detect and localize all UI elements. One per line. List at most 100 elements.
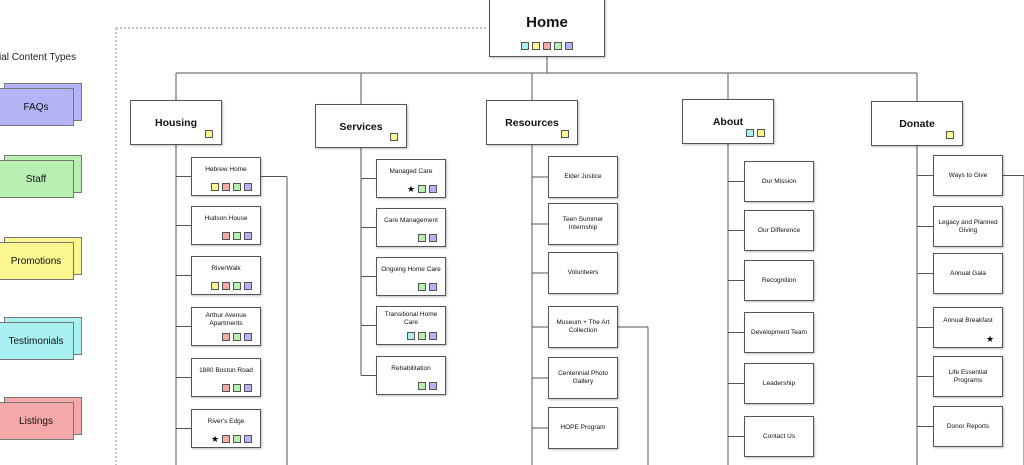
page-node-label: RiverWalk (211, 264, 241, 272)
content-type-markers (222, 333, 252, 341)
legend-promotions: Promotions (0, 237, 82, 282)
content-type-markers (746, 129, 765, 137)
page-node[interactable]: Care Management (376, 208, 446, 247)
listings-marker (222, 384, 230, 392)
page-node-label: Contact Us (762, 432, 796, 440)
home-node[interactable]: Home (489, 0, 605, 57)
legend-faqs: FAQs (0, 83, 82, 128)
page-node[interactable]: Managed Care★ (376, 159, 446, 198)
page-node[interactable]: Legacy and Planned Giving (933, 206, 1003, 247)
page-node-label: Teen Summer Internship (562, 216, 604, 231)
page-node[interactable]: Annual Gala (933, 253, 1003, 294)
page-node[interactable]: 1880 Boston Road (191, 358, 261, 397)
page-node[interactable]: Elder Justice (548, 156, 618, 198)
legend-card: Staff (0, 160, 74, 198)
legend-card: Listings (0, 402, 74, 440)
home-node-label: Home (526, 14, 568, 31)
page-node-label: Hudson House (204, 214, 248, 222)
content-type-markers (946, 131, 954, 139)
testimonials-marker (521, 42, 529, 50)
page-node[interactable]: Museum + The Art Collection (548, 306, 618, 348)
page-node[interactable]: Annual Breakfast★ (933, 307, 1003, 348)
faqs-marker (244, 232, 252, 240)
page-node-label: Hebrew Home (205, 165, 247, 173)
page-node[interactable]: River's Edge ★ (191, 409, 261, 448)
listings-marker (222, 183, 230, 191)
content-type-markers (418, 283, 437, 291)
page-node[interactable]: Hebrew Home (191, 157, 261, 196)
page-node[interactable]: Recognition (744, 260, 814, 301)
page-node[interactable]: Volunteers (548, 252, 618, 294)
content-type-markers (211, 282, 252, 290)
page-node-label: Development Team (751, 328, 807, 336)
page-node[interactable]: Arthur Avenue Apartments (191, 307, 261, 346)
page-node[interactable]: Centennial Photo Gallery (548, 357, 618, 399)
page-node-label: Legacy and Planned Giving (938, 218, 998, 234)
page-node[interactable]: Transitional Home Care (376, 306, 446, 345)
content-type-markers (222, 232, 252, 240)
page-node-label: Volunteers (567, 269, 599, 276)
faqs-marker (429, 185, 437, 193)
staff-marker (233, 384, 241, 392)
page-node-label: Our Mission (761, 177, 797, 185)
page-node[interactable]: HOPE Program (548, 407, 618, 449)
page-node[interactable]: Ongoing Home Care (376, 257, 446, 296)
page-node-label: Arthur Avenue Apartments (205, 311, 247, 327)
section-about[interactable]: About (682, 99, 774, 144)
legend-label: FAQs (23, 101, 49, 113)
page-node[interactable]: Our Difference (744, 210, 814, 251)
legend-title: cial Content Types (0, 52, 77, 63)
section-donate[interactable]: Donate (871, 101, 963, 146)
page-node[interactable]: Leadership (744, 363, 814, 404)
content-type-markers (211, 183, 252, 191)
star-icon: ★ (211, 434, 220, 444)
section-about-label: About (712, 116, 744, 128)
legend-testimonials: Testimonials (0, 317, 82, 362)
page-node-label: Managed Care (389, 167, 433, 175)
page-node[interactable]: Hudson House (191, 206, 261, 245)
staff-marker (418, 332, 426, 340)
legend-card: Testimonials (0, 322, 74, 360)
faqs-marker (244, 384, 252, 392)
page-node-label: Care Management (384, 216, 438, 224)
faqs-marker (429, 332, 437, 340)
listings-marker (543, 42, 551, 50)
legend-label: Listings (19, 415, 53, 427)
staff-marker (233, 282, 241, 290)
page-node-label: River's Edge (207, 417, 245, 425)
page-node-label: 1880 Boston Road (199, 366, 253, 374)
section-resources[interactable]: Resources (486, 100, 578, 145)
content-type-markers (418, 234, 437, 242)
section-services[interactable]: Services (315, 104, 407, 148)
section-housing[interactable]: Housing (130, 100, 222, 145)
page-node[interactable]: Life Essential Programs (933, 356, 1003, 397)
section-housing-label: Housing (155, 117, 197, 129)
page-node[interactable]: Our Mission (744, 161, 814, 202)
page-node[interactable]: RiverWalk (191, 256, 261, 295)
section-services-label: Services (339, 121, 383, 133)
page-node[interactable]: Donor Reports (933, 406, 1003, 447)
page-node[interactable]: Teen Summer Internship (548, 203, 618, 245)
staff-marker (418, 283, 426, 291)
page-node-label: Ways to Give (948, 171, 988, 179)
page-node[interactable]: Development Team (744, 312, 814, 353)
page-node[interactable]: Ways to Give (933, 155, 1003, 196)
promotions-marker (205, 130, 213, 138)
legend-listings: Listings (0, 397, 82, 442)
page-node[interactable]: Rehabilitation (376, 356, 446, 395)
faqs-marker (429, 234, 437, 242)
faqs-marker (244, 282, 252, 290)
testimonials-marker (407, 332, 415, 340)
page-node-label: Leadership (762, 379, 796, 387)
content-type-markers: ★ (211, 434, 252, 444)
staff-marker (233, 435, 241, 443)
listings-marker (222, 232, 230, 240)
page-node-label: Annual Gala (950, 269, 986, 277)
promotions-marker (946, 131, 954, 139)
page-node[interactable]: Contact Us (744, 416, 814, 457)
promotions-marker (211, 282, 219, 290)
promotions-marker (211, 183, 219, 191)
legend-label: Testimonials (8, 335, 64, 347)
legend-card: Promotions (0, 242, 74, 280)
